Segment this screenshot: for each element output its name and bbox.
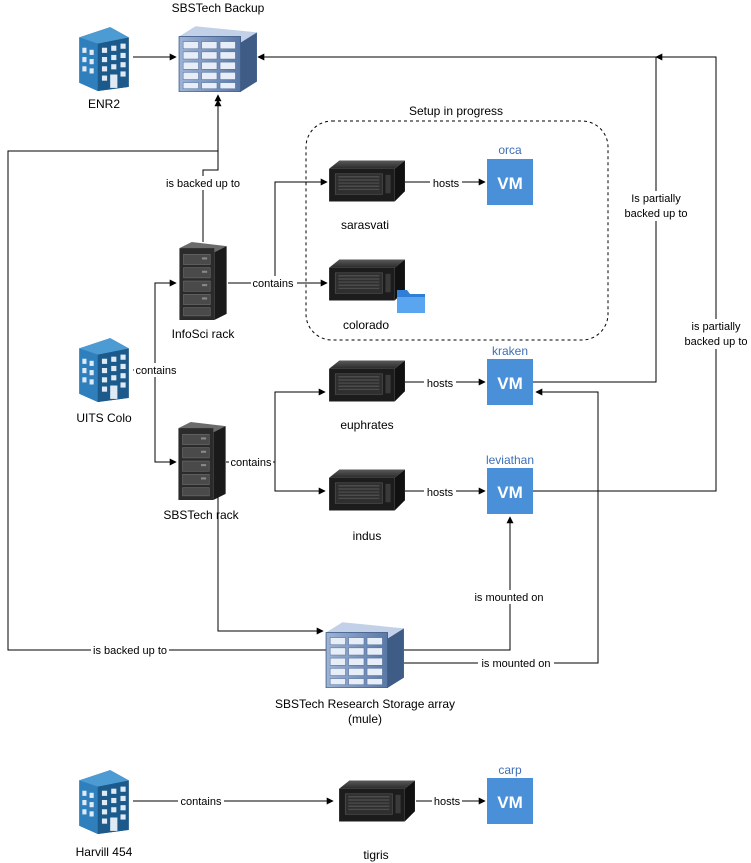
edge-storage-kraken <box>404 388 599 664</box>
label-euphrates-hosts: hosts <box>427 378 454 390</box>
vm-orca[interactable]: orca VM <box>487 143 533 205</box>
node-sbstech-label: SBSTech rack <box>163 508 239 522</box>
storage-array-icon <box>178 25 258 92</box>
building-icon <box>79 338 129 402</box>
edge-storage-leviathan <box>404 516 514 651</box>
folder-icon <box>397 290 425 313</box>
building-icon <box>79 27 129 91</box>
building-icon <box>79 770 129 834</box>
node-sarasvati[interactable]: sarasvati <box>328 159 406 233</box>
vm-leviathan-name: leviathan <box>486 453 534 467</box>
edge-uits-infosci <box>133 279 177 371</box>
node-array-label-2: (mule) <box>348 712 382 726</box>
node-indus[interactable]: indus <box>328 468 406 544</box>
vm-kraken-badge: VM <box>497 374 523 393</box>
label-storage-backed-up: is backed up to <box>93 645 167 657</box>
label-uits-contains: contains <box>136 365 177 377</box>
rack-icon <box>178 242 228 320</box>
edge-sbstech-storage <box>217 497 324 635</box>
label-infosci-contains: contains <box>253 278 294 290</box>
vm-leviathan-badge: VM <box>497 483 523 502</box>
edge-uits-sbstech <box>133 369 177 466</box>
label-harvill-contains: contains <box>181 796 222 808</box>
node-indus-label: indus <box>353 529 382 543</box>
server-icon <box>328 359 406 403</box>
node-euphrates-label: euphrates <box>340 418 393 432</box>
vm-orca-badge: VM <box>497 174 523 193</box>
vm-icon <box>487 159 533 205</box>
node-tigris[interactable]: tigris <box>338 779 416 863</box>
node-research-storage-array[interactable]: SBSTech Research Storage array (mule) <box>275 621 455 726</box>
node-uits-label: UITS Colo <box>76 411 132 425</box>
node-colorado[interactable]: colorado <box>328 258 425 333</box>
node-backup-label: SBSTech Backup <box>172 1 265 15</box>
edge-sbstech-euphrates <box>226 388 326 463</box>
node-euphrates[interactable]: euphrates <box>328 359 406 433</box>
vm-orca-name: orca <box>498 143 522 157</box>
vm-icon <box>487 778 533 824</box>
label-mounted-leviathan: is mounted on <box>474 592 543 604</box>
node-uits-colo[interactable]: UITS Colo <box>76 338 132 425</box>
node-enr2[interactable]: ENR2 <box>79 27 129 111</box>
label-mounted-kraken: is mounted on <box>481 658 550 670</box>
node-harvill-454[interactable]: Harvill 454 <box>76 770 133 859</box>
vm-icon <box>487 359 533 405</box>
node-array-label-1: SBSTech Research Storage array <box>275 697 455 711</box>
server-icon <box>338 779 416 823</box>
vm-leviathan[interactable]: leviathan VM <box>486 453 534 514</box>
node-infosci-rack[interactable]: InfoSci rack <box>172 242 236 341</box>
setup-in-progress-group <box>305 120 609 341</box>
node-tigris-label: tigris <box>363 848 388 862</box>
vm-kraken-name: kraken <box>492 344 528 358</box>
edge-infosci-sarasvati <box>228 178 328 284</box>
node-colorado-label: colorado <box>343 318 389 332</box>
server-icon <box>328 258 406 302</box>
node-harvill-label: Harvill 454 <box>76 845 133 859</box>
node-enr2-label: ENR2 <box>88 97 120 111</box>
vm-carp-name: carp <box>498 763 522 777</box>
label-indus-hosts: hosts <box>427 487 454 499</box>
label-sbstech-contains: contains <box>231 457 272 469</box>
label-sarasvati-hosts: hosts <box>433 178 460 190</box>
label-leviathan-partial-1: is partially <box>692 321 741 333</box>
label-tigris-hosts: hosts <box>434 796 461 808</box>
label-kraken-partial-2: backed up to <box>625 208 688 220</box>
vm-kraken[interactable]: kraken VM <box>487 344 533 405</box>
node-sbstech-backup[interactable]: SBSTech Backup <box>172 1 265 92</box>
edge-infosci-backup <box>202 94 222 242</box>
vm-icon <box>487 468 533 514</box>
server-icon <box>328 159 406 203</box>
vm-carp-badge: VM <box>497 793 523 812</box>
label-kraken-partial-1: Is partially <box>631 193 681 205</box>
vm-carp[interactable]: carp VM <box>487 763 533 824</box>
node-infosci-label: InfoSci rack <box>172 327 236 341</box>
group-title: Setup in progress <box>409 104 503 118</box>
node-sarasvati-label: sarasvati <box>341 218 389 232</box>
storage-array-icon <box>325 621 405 688</box>
label-infosci-backed-up: is backed up to <box>166 178 240 190</box>
rack-icon <box>177 422 227 500</box>
label-leviathan-partial-2: backed up to <box>685 336 748 348</box>
edge-leviathan-backup <box>533 53 717 492</box>
server-icon <box>328 468 406 512</box>
node-sbstech-rack[interactable]: SBSTech rack <box>163 422 240 522</box>
